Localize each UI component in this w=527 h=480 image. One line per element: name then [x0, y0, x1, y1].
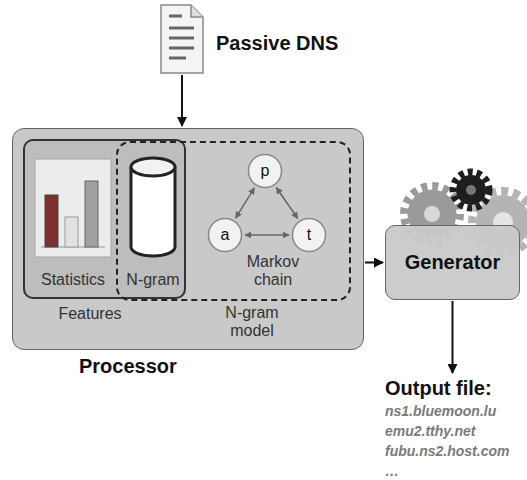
- statistics-component: Statistics: [29, 155, 117, 295]
- output-line: fubu.ns2.host.com: [385, 441, 525, 461]
- markov-state: p: [247, 153, 283, 189]
- document-icon: Passive DNS: [160, 4, 204, 74]
- output-heading: Output file:: [385, 375, 525, 401]
- cylinder-icon: [121, 149, 185, 265]
- node-label: Processor: [79, 355, 177, 378]
- node-label: Features: [25, 305, 155, 323]
- markov-state: t: [291, 217, 327, 253]
- generator-box: Generator: [385, 225, 520, 300]
- ngram-database: N-gram: [121, 149, 185, 295]
- node-label: Statistics: [29, 271, 117, 289]
- output-line: emu2.tthy.net: [385, 421, 525, 441]
- processor-box: ProcessorFeaturesStatisticsN-gramN-gram …: [12, 128, 364, 350]
- bar-chart-icon: [29, 155, 117, 263]
- transition-arrow: [276, 187, 297, 218]
- output-line: ns1.bluemoon.lu: [385, 401, 525, 421]
- node-label: Generator: [405, 251, 501, 274]
- node-label: N-gram: [121, 271, 185, 289]
- markov-state: a: [207, 217, 243, 253]
- output-line: …: [385, 461, 525, 480]
- markov-chain: Markov chain p a t: [203, 149, 349, 297]
- node-label: N-gram model: [210, 304, 294, 340]
- node-label: Passive DNS: [216, 32, 338, 55]
- node-label: Markov chain: [233, 253, 313, 289]
- state-letter: a: [221, 226, 230, 244]
- transition-arrow: [245, 234, 289, 236]
- flow-arrow: [452, 301, 454, 373]
- features-box: FeaturesStatisticsN-gram: [23, 139, 186, 299]
- flow-arrow: [181, 75, 183, 126]
- document-icon: [160, 4, 204, 74]
- transition-arrow: [236, 188, 255, 218]
- output-file: Output file:ns1.bluemoon.luemu2.tthy.net…: [385, 375, 525, 477]
- flow-arrow: [365, 262, 383, 264]
- state-letter: t: [307, 226, 311, 244]
- state-letter: p: [261, 162, 270, 180]
